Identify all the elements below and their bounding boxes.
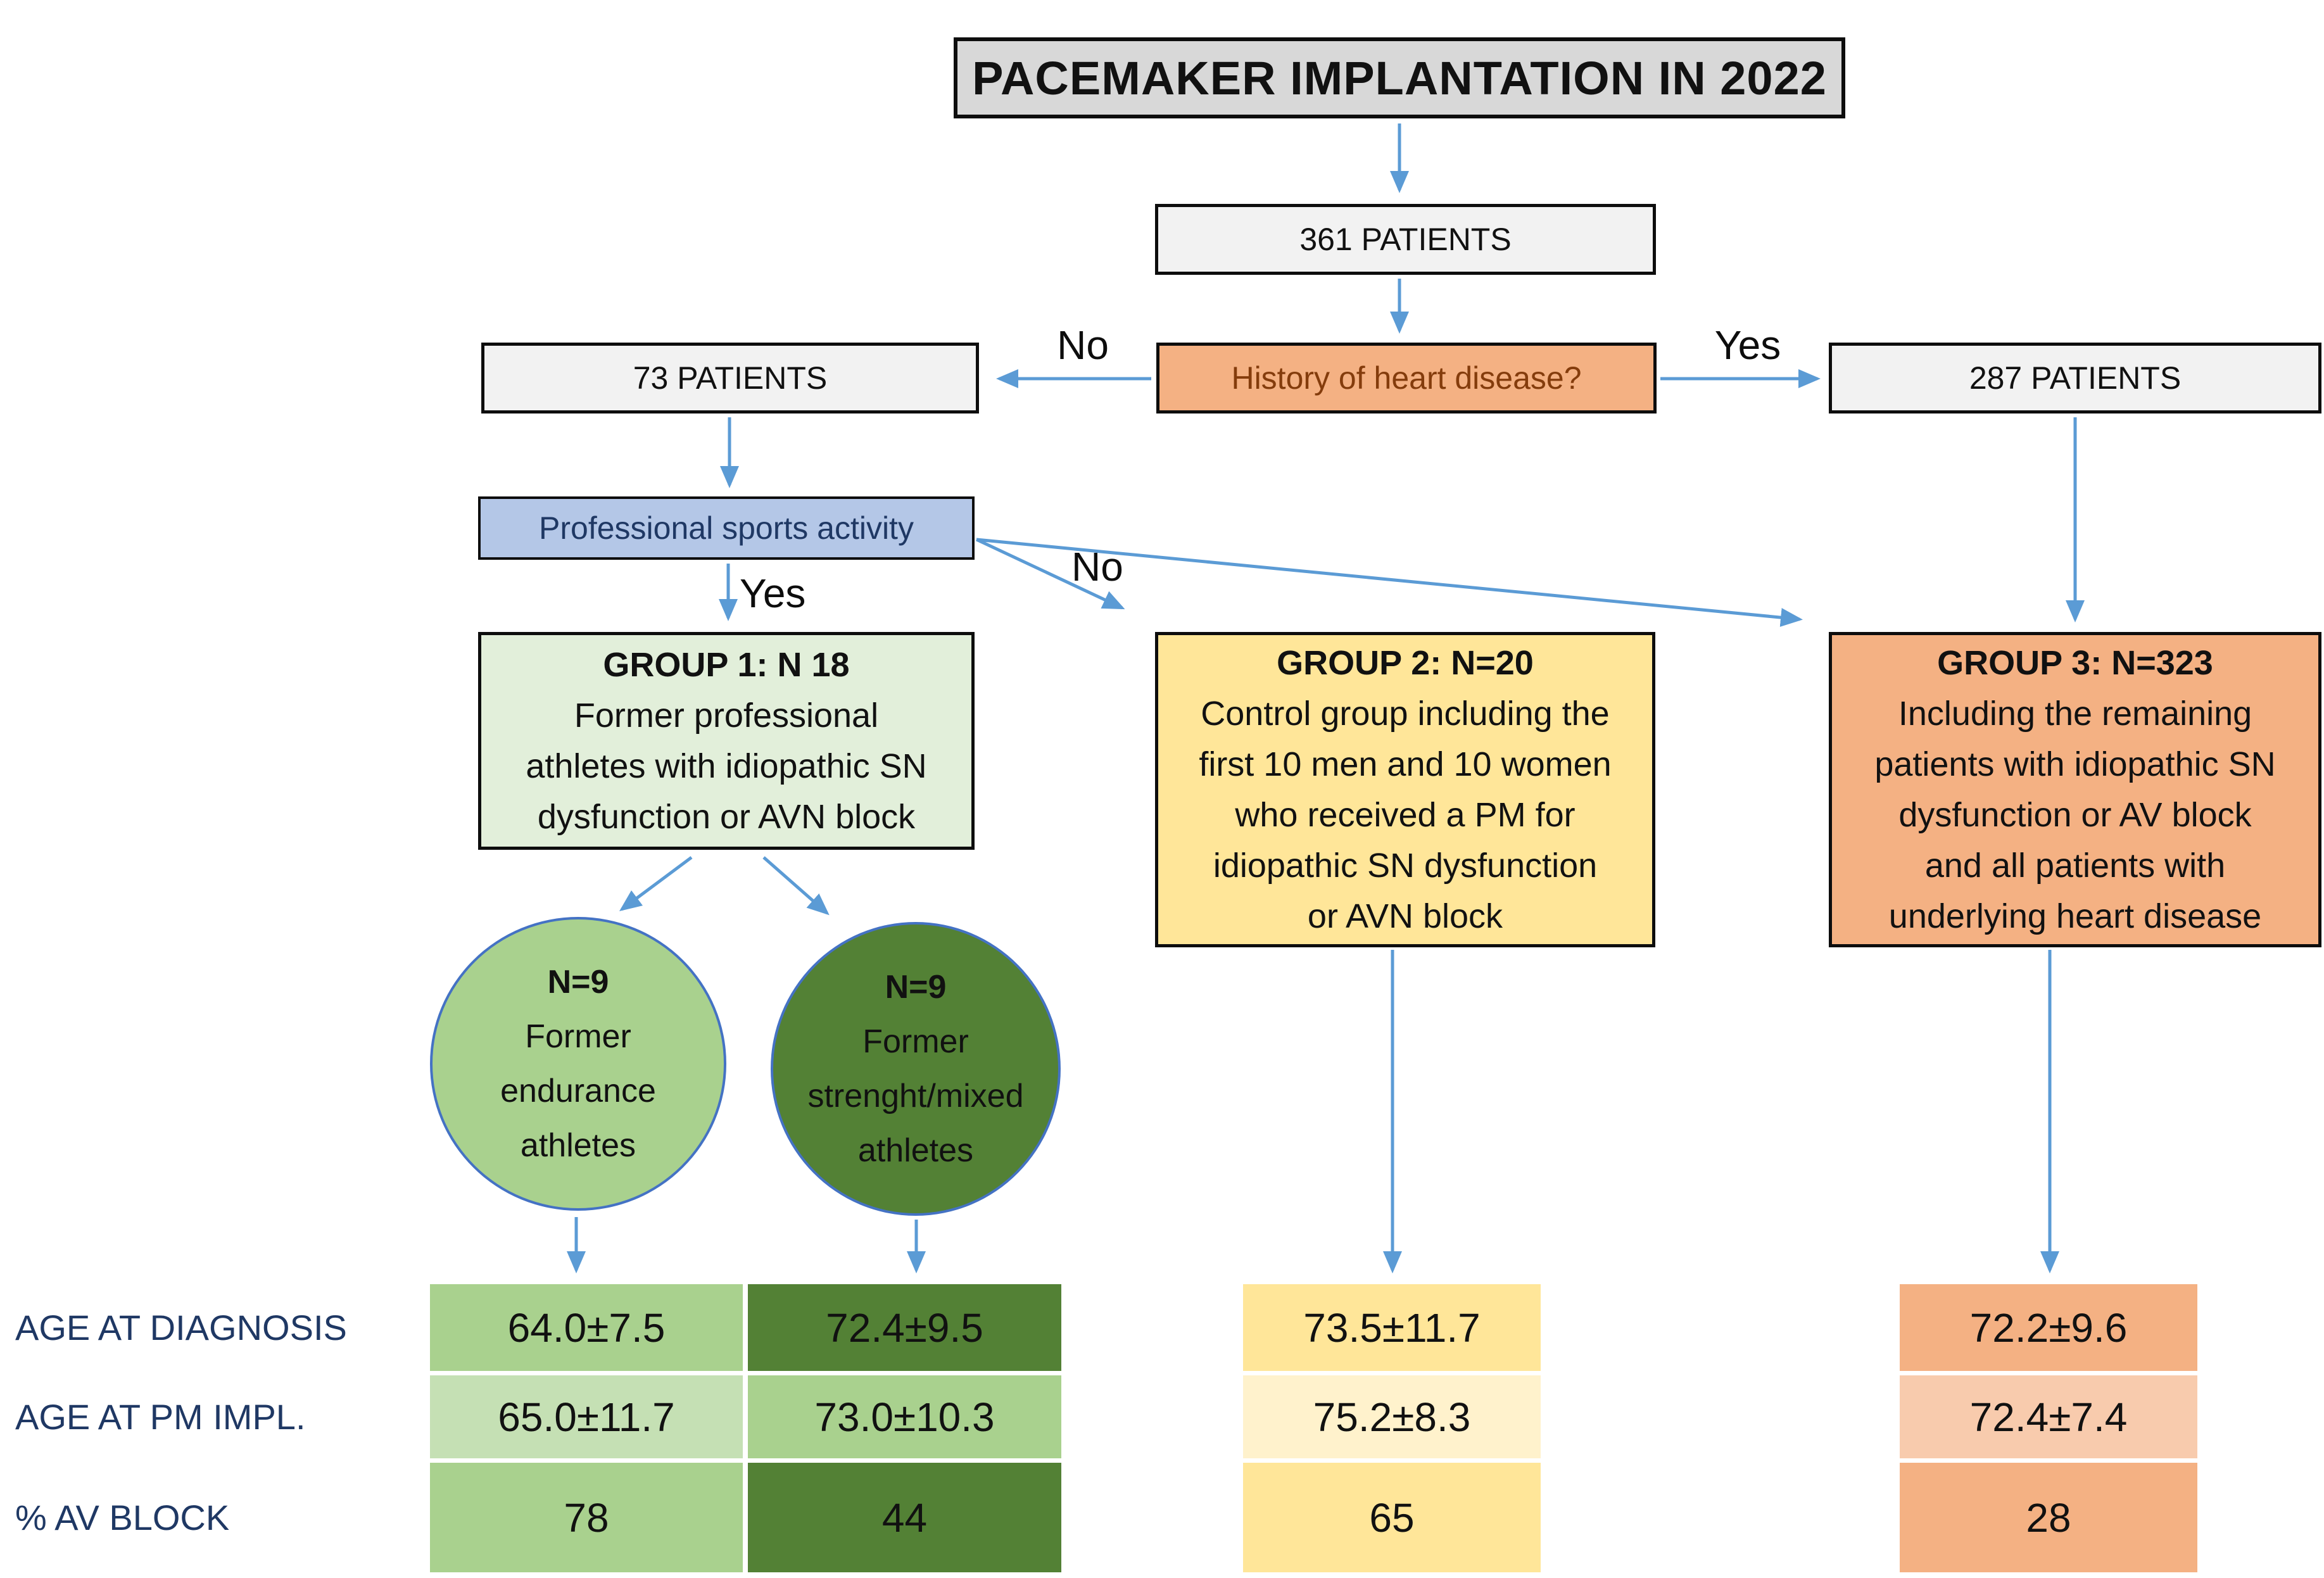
endurance-athletes-ellipse: N=9 Former endurance athletes (430, 917, 726, 1211)
group2-header: GROUP 2: N=20 (1277, 644, 1534, 682)
table-cell-group3-age-diagnosis: 72.2±9.6 (1900, 1284, 2197, 1371)
table-cell-group2-age-diagnosis: 73.5±11.7 (1243, 1284, 1541, 1371)
heart-disease-no-label: No (1057, 322, 1109, 368)
no-heart-disease-patients-text: 73 PATIENTS (633, 360, 828, 396)
endurance-line: athletes (520, 1127, 636, 1164)
group3-line: Including the remaining (1898, 695, 2252, 733)
group1-header: GROUP 1: N 18 (603, 646, 850, 684)
arrow-sports-no-to-group3 (976, 538, 1803, 628)
group2-box: GROUP 2: N=20 Control group including th… (1155, 632, 1655, 947)
heart-disease-question-text: History of heart disease? (1231, 360, 1582, 396)
heart-disease-patients-text: 287 PATIENTS (1969, 360, 2182, 396)
endurance-n-text: N=9 (547, 964, 609, 1000)
group2-line: or AVN block (1307, 897, 1503, 935)
heart-disease-yes-label: Yes (1714, 322, 1781, 368)
heart-disease-patients-box: 287 PATIENTS (1829, 343, 2321, 413)
no-heart-disease-patients-box: 73 PATIENTS (481, 343, 979, 413)
table-cell-endurance-av-block: 78 (430, 1463, 743, 1572)
row-label-age-at-diagnosis: AGE AT DIAGNOSIS (15, 1308, 347, 1348)
sports-yes-label: Yes (740, 571, 806, 616)
strength-n-text: N=9 (885, 969, 947, 1006)
table-cell-strength-age-diagnosis: 72.4±9.5 (748, 1284, 1061, 1371)
group3-box: GROUP 3: N=323 Including the remaining p… (1829, 632, 2321, 947)
sports-activity-question-text: Professional sports activity (539, 510, 914, 546)
title-text: PACEMAKER IMPLANTATION IN 2022 (972, 51, 1827, 104)
title-box: PACEMAKER IMPLANTATION IN 2022 (954, 37, 1845, 118)
sports-no-label: No (1071, 544, 1123, 590)
group1-line: athletes with idiopathic SN (526, 747, 927, 785)
table-cell-strength-age-pm: 73.0±10.3 (748, 1375, 1061, 1458)
total-patients-box: 361 PATIENTS (1155, 204, 1656, 275)
table-cell-group2-age-pm: 75.2±8.3 (1243, 1375, 1541, 1458)
table-cell-group3-av-block: 28 (1900, 1463, 2197, 1572)
group3-line: dysfunction or AV block (1898, 796, 2252, 834)
strength-line: Former (862, 1023, 969, 1060)
group3-line: patients with idiopathic SN (1874, 745, 2276, 783)
group1-line: Former professional (574, 697, 879, 735)
group1-box: GROUP 1: N 18 Former professional athlet… (478, 632, 975, 850)
table-cell-group2-av-block: 65 (1243, 1463, 1541, 1572)
endurance-line: endurance (500, 1073, 656, 1109)
group3-line: underlying heart disease (1888, 897, 2262, 935)
arrow-group1-to-strength (762, 856, 830, 916)
group2-line: who received a PM for (1235, 796, 1576, 834)
table-cell-strength-av-block: 44 (748, 1463, 1061, 1572)
group2-line: Control group including the (1201, 695, 1610, 733)
heart-disease-decision-box: History of heart disease? (1156, 343, 1657, 413)
group2-line: first 10 men and 10 women (1199, 745, 1612, 783)
table-cell-endurance-age-pm: 65.0±11.7 (430, 1375, 743, 1458)
table-cell-endurance-age-diagnosis: 64.0±7.5 (430, 1284, 743, 1371)
group1-line: dysfunction or AVN block (537, 798, 916, 836)
strength-line: athletes (857, 1132, 974, 1169)
group3-line: and all patients with (1924, 847, 2226, 885)
strength-line: strenght/mixed (807, 1078, 1024, 1114)
sports-activity-decision-box: Professional sports activity (478, 496, 975, 560)
group2-line: idiopathic SN dysfunction (1213, 847, 1598, 885)
endurance-line: Former (525, 1018, 631, 1055)
table-cell-group3-age-pm: 72.4±7.4 (1900, 1375, 2197, 1458)
group3-header: GROUP 3: N=323 (1937, 644, 2213, 682)
row-label-av-block: % AV BLOCK (15, 1498, 230, 1537)
arrow-group1-to-endurance (619, 855, 693, 911)
strength-mixed-athletes-ellipse: N=9 Former strenght/mixed athletes (771, 922, 1061, 1216)
row-label-age-at-pm-impl: AGE AT PM IMPL. (15, 1397, 306, 1437)
arrow-sports-no-to-group2 (975, 538, 1125, 610)
total-patients-text: 361 PATIENTS (1299, 222, 1512, 257)
